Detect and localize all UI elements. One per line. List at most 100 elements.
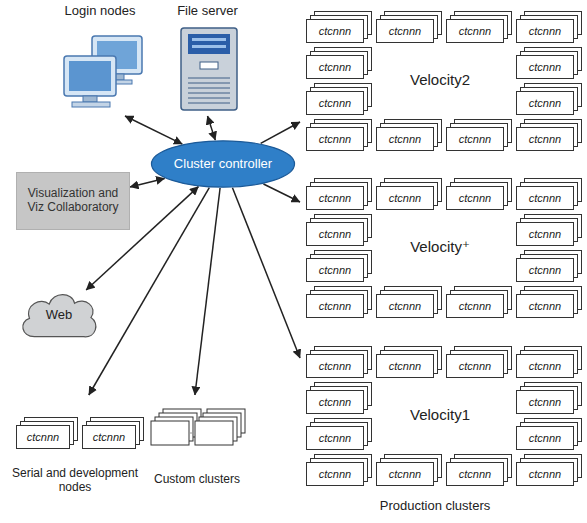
cluster-group: ctcnnn ctcnnn ctcnnn ctcnnn ctcnnn ctcnnn ctcn… (300, 340, 583, 490)
node-id: ctcnnn (389, 468, 421, 481)
node-id: ctcnnn (389, 133, 421, 146)
node-id: ctcnnn (529, 228, 561, 241)
server-card: ctcnnn (376, 354, 434, 378)
node-label: Web (46, 308, 73, 323)
server-card: ctcnnn (376, 19, 434, 43)
cluster-group: ctcnnn ctcnnn ctcnnn ctcnnn ctcnnn ctcnnn ctcn… (300, 172, 583, 322)
server-card: ctcnnn (516, 354, 574, 378)
server-card: ctcnnn (446, 127, 504, 151)
process-box: Visualization and Viz Collaboratory (16, 172, 130, 230)
connector-arrow (261, 122, 300, 143)
server-tower (181, 28, 237, 110)
node-id: ctcnnn (319, 228, 351, 241)
node-id: ctcnnn (459, 300, 491, 313)
server-card: ctcnnn (306, 127, 364, 151)
node-id: ctcnnn (459, 360, 491, 373)
server-card: ctcnnn (446, 294, 504, 318)
node-id: ctcnnn (529, 300, 561, 313)
server-card: ctcnnn (516, 426, 574, 450)
web-cloud: Web (18, 290, 100, 340)
connector-arrow (125, 116, 182, 144)
server-card: ctcnnn (516, 258, 574, 282)
server-card: ctcnnn (516, 186, 574, 210)
server-card: ctcnnn (306, 91, 364, 115)
connector-arrow (232, 188, 300, 358)
server-card: ctcnnn (376, 127, 434, 151)
server-card: ctcnnn (446, 186, 504, 210)
node-id: ctcnnn (529, 192, 561, 205)
node-id: ctcnnn (93, 431, 125, 444)
device-node: File server (165, 4, 250, 116)
node-id: ctcnnn (389, 300, 421, 313)
server-card: ctcnnn (516, 390, 574, 414)
node-group: Custom clusters (145, 395, 249, 505)
node-id: ctcnnn (319, 61, 351, 74)
node-group: ctcnnn ctcnnnSerial and development nodes (6, 395, 144, 515)
node-label: Velocity⁺ (376, 236, 504, 257)
node-id: ctcnnn (529, 468, 561, 481)
server-card: ctcnnn (306, 222, 364, 246)
node-label: Custom clusters (145, 473, 249, 487)
node-id: ctcnnn (529, 396, 561, 409)
node-id: ctcnnn (389, 25, 421, 38)
node-id: ctcnnn (319, 133, 351, 146)
server-card: ctcnnn (446, 462, 504, 486)
server-card: ctcnnn (306, 19, 364, 43)
node-id: ctcnnn (529, 61, 561, 74)
node-id: ctcnnn (389, 360, 421, 373)
node-id: ctcnnn (319, 468, 351, 481)
node-id: ctcnnn (319, 192, 351, 205)
node-id: ctcnnn (27, 431, 59, 444)
device-node: Login nodes (50, 4, 150, 116)
node-id: ctcnnn (389, 192, 421, 205)
server-card: ctcnnn (516, 127, 574, 151)
node-id: ctcnnn (459, 25, 491, 38)
login-monitors (64, 36, 142, 107)
server-card: ctcnnn (306, 258, 364, 282)
server-card: ctcnnn (376, 462, 434, 486)
custom-cluster-stacks (151, 409, 245, 445)
node-label: Login nodes (50, 4, 150, 19)
node-label: Visualization and Viz Collaboratory (17, 187, 129, 215)
node-label: Serial and development nodes (6, 467, 144, 495)
server-card: ctcnnn (516, 55, 574, 79)
server-card: ctcnnn (306, 294, 364, 318)
node-id: ctcnnn (319, 396, 351, 409)
node-label: Velocity1 (376, 404, 504, 425)
server-card: ctcnnn (82, 425, 136, 449)
server-card: ctcnnn (16, 425, 70, 449)
node-id: ctcnnn (319, 300, 351, 313)
group-caption: Production clusters (360, 498, 510, 513)
node-id: ctcnnn (459, 468, 491, 481)
server-card: ctcnnn (446, 354, 504, 378)
node-id: ctcnnn (319, 432, 351, 445)
node-label: Cluster controller (164, 157, 282, 172)
cluster-group: ctcnnn ctcnnn ctcnnn ctcnnn ctcnnn ctcnnn ctcn… (300, 5, 583, 155)
server-card: ctcnnn (306, 186, 364, 210)
node-id: ctcnnn (529, 432, 561, 445)
node-id: ctcnnn (529, 25, 561, 38)
server-card: ctcnnn (516, 19, 574, 43)
node-id: ctcnnn (529, 264, 561, 277)
controller-ellipse: Cluster controller (150, 140, 296, 188)
node-id: ctcnnn (319, 25, 351, 38)
node-id: ctcnnn (319, 360, 351, 373)
server-card: ctcnnn (306, 462, 364, 486)
node-label: Velocity2 (376, 69, 504, 90)
server-card: ctcnnn (516, 91, 574, 115)
node-id: ctcnnn (459, 192, 491, 205)
node-id: ctcnnn (319, 97, 351, 110)
server-card: ctcnnn (306, 426, 364, 450)
node-id: ctcnnn (529, 360, 561, 373)
server-card: ctcnnn (376, 186, 434, 210)
server-card: ctcnnn (306, 390, 364, 414)
node-id: ctcnnn (529, 133, 561, 146)
connector-arrow (130, 178, 165, 187)
node-id: ctcnnn (319, 264, 351, 277)
server-card: ctcnnn (376, 294, 434, 318)
server-card: ctcnnn (516, 294, 574, 318)
node-label: File server (165, 4, 250, 19)
server-card: ctcnnn (306, 354, 364, 378)
server-card: ctcnnn (446, 19, 504, 43)
node-id: ctcnnn (529, 97, 561, 110)
